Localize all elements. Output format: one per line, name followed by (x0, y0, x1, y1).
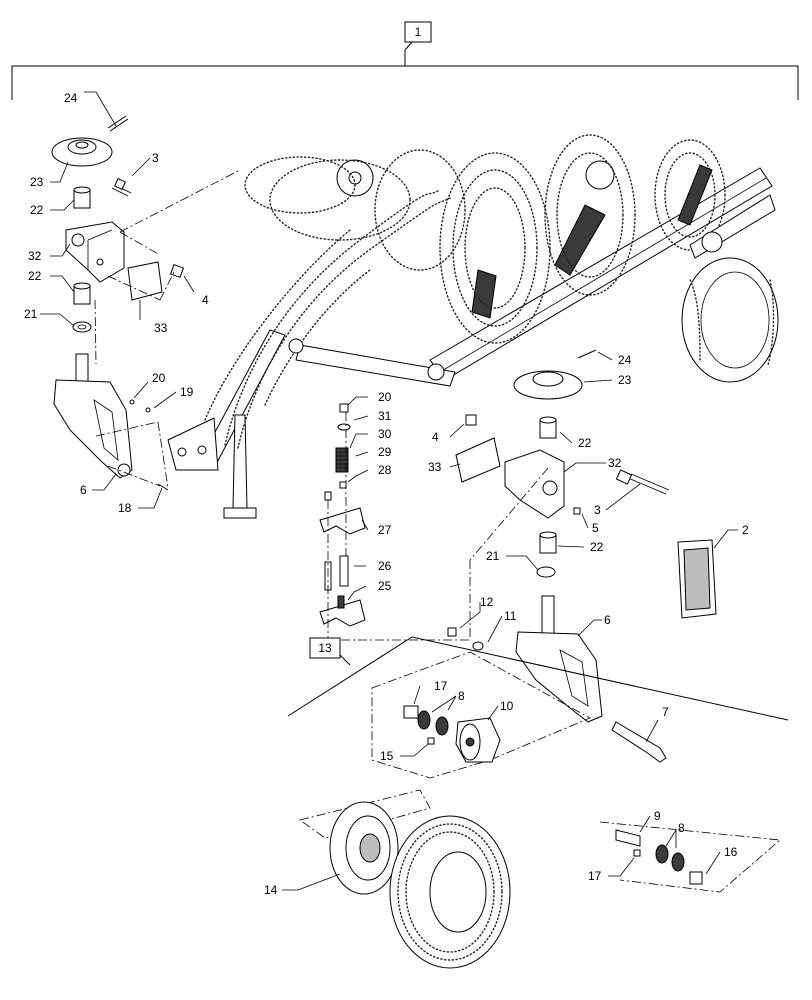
callout-32b: 32 (608, 456, 622, 470)
callout-17b: 17 (588, 869, 602, 883)
callout-3b: 3 (594, 503, 601, 517)
callout-32a: 32 (28, 249, 42, 263)
callout-23a: 23 (30, 175, 44, 189)
callout-27: 27 (378, 523, 392, 537)
callout-1: 1 (415, 25, 422, 39)
left-parts (51, 115, 241, 491)
center-parts (319, 403, 470, 641)
assembly-bracket (11, 41, 799, 100)
callout-29: 29 (378, 445, 392, 459)
callout-4b: 4 (432, 430, 439, 444)
callout-22b: 22 (28, 269, 42, 283)
callout-20b: 20 (378, 390, 392, 404)
callout-8a: 8 (458, 689, 465, 703)
callout-8b: 8 (678, 821, 685, 835)
callout-22c: 22 (578, 436, 592, 450)
callout-2: 2 (742, 523, 749, 537)
callout-3a: 3 (152, 151, 159, 165)
callout-21a: 21 (24, 307, 38, 321)
callout-box-13 (309, 637, 341, 659)
machine-frame (167, 134, 779, 519)
boxed-callouts: 1 13 (309, 21, 432, 659)
callout-23b: 23 (618, 373, 632, 387)
callout-6a: 6 (80, 483, 87, 497)
callout-24a: 24 (64, 91, 78, 105)
callout-16: 16 (724, 845, 738, 859)
callout-25: 25 (378, 579, 392, 593)
callout-22a: 22 (30, 203, 44, 217)
callout-18: 18 (118, 501, 132, 515)
callout-5: 5 (592, 521, 599, 535)
callout-17a: 17 (434, 679, 448, 693)
callout-28: 28 (378, 463, 392, 477)
callout-9: 9 (654, 809, 661, 823)
callout-24b: 24 (618, 353, 632, 367)
callout-4a: 4 (202, 293, 209, 307)
callout-14: 14 (264, 883, 278, 897)
wheel-hub-parts (287, 636, 789, 969)
callout-21b: 21 (486, 549, 500, 563)
callout-33b: 33 (428, 460, 442, 474)
callout-19: 19 (180, 385, 194, 399)
callout-10: 10 (500, 699, 514, 713)
callout-33a: 33 (154, 321, 168, 335)
callout-11: 11 (504, 609, 517, 623)
callout-12: 12 (480, 595, 494, 609)
callout-20a: 20 (152, 371, 166, 385)
callout-13: 13 (318, 641, 332, 655)
callout-31: 31 (378, 409, 392, 423)
callout-7: 7 (662, 705, 669, 719)
callout-22d: 22 (590, 540, 604, 554)
part-callouts: 24 3 23 22 32 22 4 21 33 20 19 6 18 20 3… (24, 91, 749, 897)
callout-box-1 (404, 21, 432, 43)
callout-30: 30 (378, 427, 392, 441)
callout-26: 26 (378, 559, 392, 573)
leader-lines (40, 91, 738, 891)
callout-6b: 6 (604, 613, 611, 627)
callout-15: 15 (380, 749, 394, 763)
